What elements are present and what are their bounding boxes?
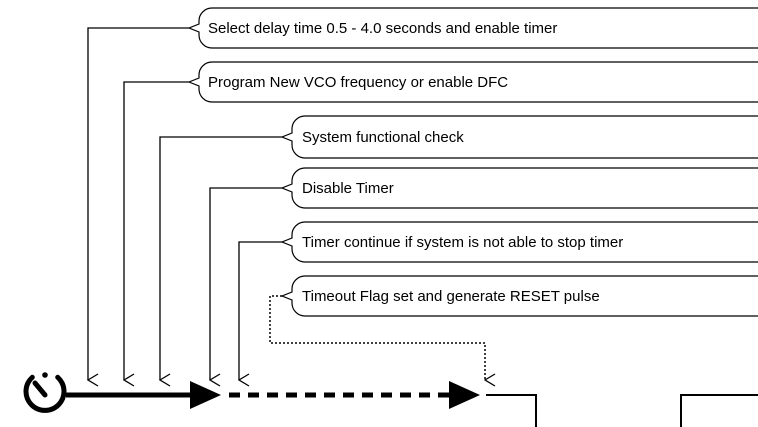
step-4-connector xyxy=(210,187,282,380)
step-5-label: Timer continue if system is not able to … xyxy=(302,234,623,251)
step-1: Select delay time 0.5 - 4.0 seconds and … xyxy=(88,7,758,380)
timeline-timeout-arrow xyxy=(229,381,480,409)
step-6: Timeout Flag set and generate RESET puls… xyxy=(269,275,758,380)
stopwatch-icon xyxy=(23,372,67,413)
step-1-connector xyxy=(88,27,189,380)
step-4-label: Disable Timer xyxy=(302,180,394,197)
step-6-connector xyxy=(269,295,485,380)
step-3-label: System functional check xyxy=(302,129,464,146)
step-6-label: Timeout Flag set and generate RESET puls… xyxy=(302,288,600,305)
step-3: System functional check xyxy=(160,115,758,380)
timeline-active-arrow xyxy=(66,381,221,409)
step-2: Program New VCO frequency or enable DFC xyxy=(124,61,758,380)
step-2-connector xyxy=(124,81,189,380)
step-5-connector xyxy=(239,241,282,380)
step-2-label: Program New VCO frequency or enable DFC xyxy=(208,74,508,91)
step-1-label: Select delay time 0.5 - 4.0 seconds and … xyxy=(208,20,557,37)
step-3-connector xyxy=(160,136,282,380)
step-4: Disable Timer xyxy=(210,167,758,380)
step-5: Timer continue if system is not able to … xyxy=(239,221,758,380)
reset-pulse xyxy=(486,394,758,427)
